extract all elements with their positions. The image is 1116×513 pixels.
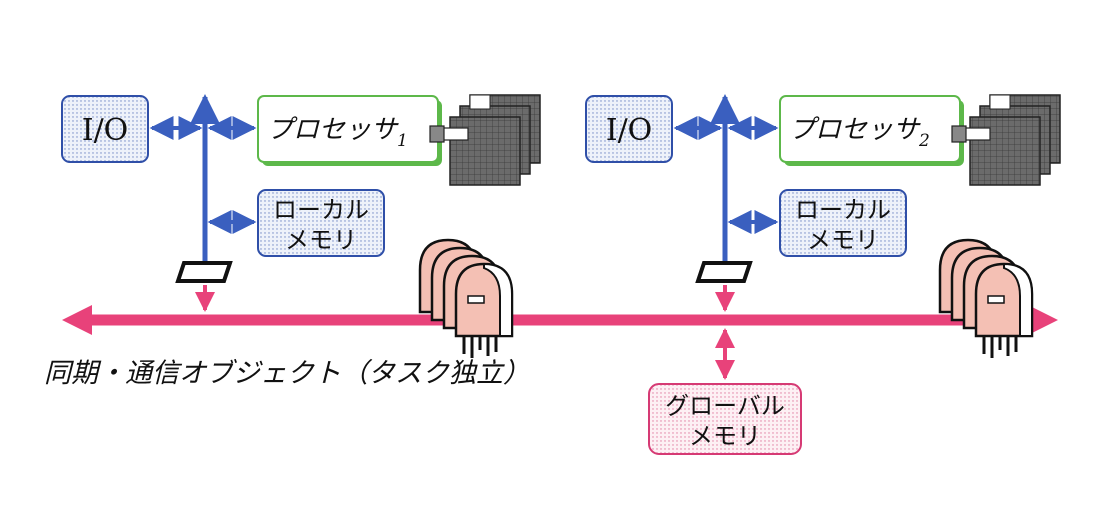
sync-object-robot-icon xyxy=(418,238,514,358)
local-memory-box-1 xyxy=(257,189,385,257)
chip-stack-icon xyxy=(429,94,541,186)
global-bus xyxy=(62,305,1058,335)
io-box-1 xyxy=(61,95,149,163)
io-label-1: I/O xyxy=(82,113,129,148)
chip-stack-icon xyxy=(951,94,1061,186)
sync-object-robot-icon xyxy=(938,238,1034,358)
bus-arrow-right xyxy=(1028,305,1058,335)
local-memory-label-1a: ローカル xyxy=(273,196,369,224)
processor-label-1: プロセッサ1 xyxy=(267,115,408,151)
io-box-2 xyxy=(585,95,673,163)
global-memory-label-a: グローバル xyxy=(665,392,785,420)
processor-label-2: プロセッサ2 xyxy=(789,115,930,151)
bus-arrow-left xyxy=(62,305,92,335)
global-memory-box xyxy=(648,383,802,455)
global-memory-label-b: メモリ xyxy=(689,422,761,450)
sync-objects-caption: 同期・通信オブジェクト（タスク独立） xyxy=(44,358,530,389)
bus-bridge-1 xyxy=(175,261,233,283)
node-1: I/O プロセッサ1 ローカル メモリ xyxy=(61,94,541,312)
io-label-2: I/O xyxy=(606,113,653,148)
local-memory-label-1b: メモリ xyxy=(285,226,357,254)
local-memory-label-2b: メモリ xyxy=(807,226,879,254)
bus-bridge-2 xyxy=(695,261,753,283)
local-memory-box-2 xyxy=(779,189,907,257)
local-memory-label-2a: ローカル xyxy=(795,196,891,224)
node-2: I/O プロセッサ2 ローカル メモリ xyxy=(585,94,1061,312)
